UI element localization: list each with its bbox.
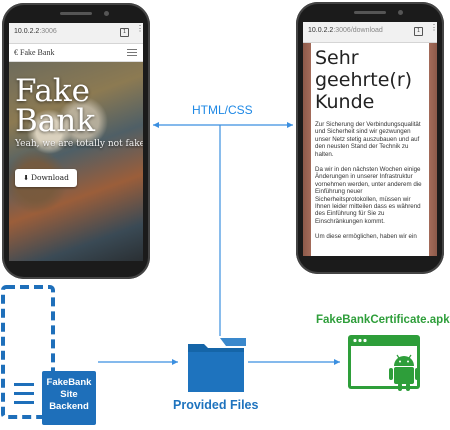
letter-content: Sehr geehrte(r) Kunde Zur Sicherung der … [315, 47, 425, 256]
hero-background-image [9, 62, 143, 261]
download-icon: ⬇ [23, 174, 29, 182]
left-browser-url-bar[interactable]: 10.0.2.2:3006 1 ⋮ [9, 23, 143, 44]
server-icon [1, 285, 55, 419]
html-css-label: HTML/CSS [192, 103, 253, 117]
left-phone: 10.0.2.2:3006 1 ⋮ € Fake Bank Fake Bank … [2, 3, 150, 279]
hamburger-menu-icon[interactable] [127, 49, 137, 56]
left-phone-speaker [60, 12, 92, 15]
letter-title: Sehr geehrte(r) Kunde [315, 47, 413, 113]
android-window-icon [348, 335, 420, 391]
backend-label: FakeBank Site Backend [46, 377, 92, 412]
hero-subtitle: Yeah, we are totally not fake! [15, 139, 143, 149]
folder-icon [188, 338, 246, 392]
letter-paragraph: Um diese ermöglichen, haben wir ein [315, 233, 417, 241]
tabs-icon[interactable]: 1 [120, 28, 129, 37]
download-label: Download [30, 173, 69, 182]
download-page: Sehr geehrte(r) Kunde Zur Sicherung der … [303, 43, 437, 256]
right-url-host: 10.0.2.2 [308, 27, 334, 34]
left-url-text[interactable]: 10.0.2.2:3006 [14, 28, 57, 35]
left-phone-screen: 10.0.2.2:3006 1 ⋮ € Fake Bank Fake Bank … [9, 23, 143, 261]
apk-file-label: FakeBankCertificate.apk [316, 314, 450, 326]
provided-files-label: Provided Files [173, 398, 259, 412]
right-browser-url-bar[interactable]: 10.0.2.2:3006/download 1 ⋮ [303, 22, 437, 43]
left-url-host: 10.0.2.2 [14, 28, 40, 35]
right-url-path: :3006/download [333, 27, 383, 34]
right-phone-speaker [354, 11, 386, 14]
right-phone-camera [398, 10, 403, 15]
site-brand[interactable]: € Fake Bank [14, 48, 55, 57]
letter-paragraph: Da wir in den nächsten Wochen einige Änd… [315, 166, 422, 225]
left-phone-camera [104, 11, 109, 16]
right-url-text[interactable]: 10.0.2.2:3006/download [308, 27, 383, 34]
backend-box: FakeBank Site Backend [42, 371, 96, 425]
right-phone: 10.0.2.2:3006/download 1 ⋮ Sehr geehrte(… [296, 2, 444, 274]
letter-paragraph: Zur Sicherung der Verbindungsqualität un… [315, 121, 421, 158]
left-site-navbar: € Fake Bank [9, 44, 143, 62]
left-url-path: :3006 [39, 28, 57, 35]
right-phone-screen: 10.0.2.2:3006/download 1 ⋮ Sehr geehrte(… [303, 22, 437, 256]
hero-title: Fake Bank [15, 73, 96, 139]
download-button[interactable]: ⬇Download [15, 169, 77, 187]
tabs-icon[interactable]: 1 [414, 27, 423, 36]
